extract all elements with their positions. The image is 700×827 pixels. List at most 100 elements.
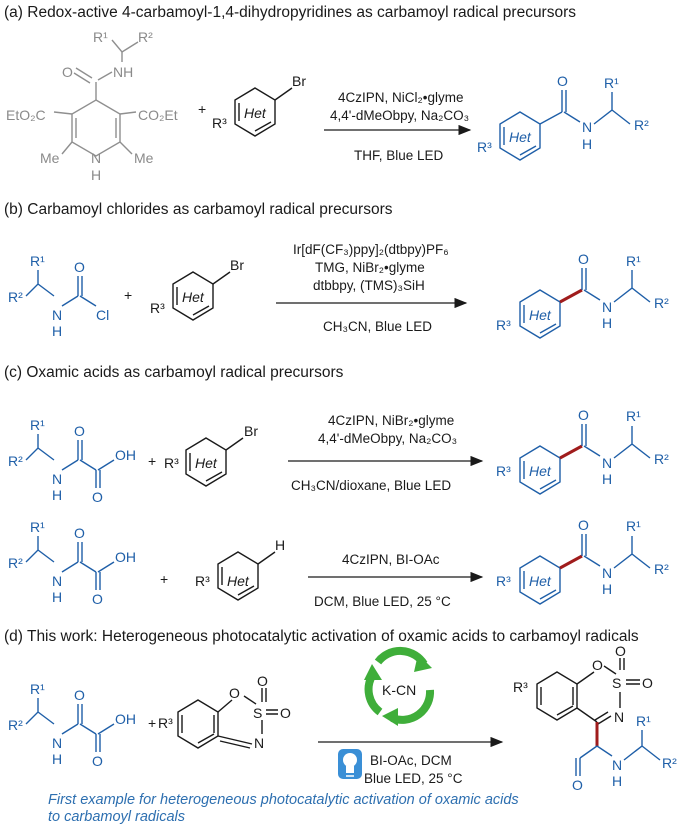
aryl-bromide-a: Br R³ Het: [212, 73, 306, 137]
atom-label: R¹: [626, 253, 641, 269]
condition-a-2: 4,4'-dMeObpy, Na₂CO₃: [330, 108, 469, 123]
atom-label: R²: [8, 555, 23, 571]
atom-label: H: [52, 589, 62, 605]
atom-label: S: [612, 675, 621, 691]
atom-label: R¹: [626, 408, 641, 424]
condition-b-2: TMG, NiBr₂•glyme: [315, 260, 425, 275]
atom-label: O: [74, 259, 85, 275]
condition-c-3: CH₃CN/dioxane, Blue LED: [291, 478, 451, 493]
atom-label: R²: [8, 453, 23, 469]
condition-b-4: CH₃CN, Blue LED: [323, 319, 432, 334]
atom-label: R¹: [30, 519, 45, 535]
atom-label: R¹: [93, 29, 108, 45]
atom-label: N: [52, 307, 62, 323]
atom-label: O: [578, 407, 589, 423]
atom-label: N: [612, 757, 622, 773]
atom-label: Het: [509, 129, 532, 145]
highlight-note-line-1: First example for heterogeneous photocat…: [48, 792, 519, 808]
atom-label: R²: [634, 117, 649, 133]
atom-label: Het: [529, 463, 552, 479]
atom-label: O: [92, 591, 103, 607]
section-d-title: (d) This work: Heterogeneous photocataly…: [4, 628, 639, 645]
atom-label: O: [280, 705, 291, 721]
atom-label: R¹: [30, 253, 45, 269]
atom-label: H: [602, 315, 612, 331]
atom-label: H: [612, 773, 622, 789]
section-b-title: (b) Carbamoyl chlorides as carbamoyl rad…: [4, 201, 393, 218]
atom-label: Het: [182, 289, 205, 305]
atom-label: O: [615, 643, 626, 659]
condition-c-5: DCM, Blue LED, 25 °C: [314, 594, 451, 609]
atom-label: Br: [244, 423, 258, 439]
atom-label: N: [614, 709, 624, 725]
atom-label: Het: [227, 573, 250, 589]
atom-label: R²: [8, 717, 23, 733]
atom-label: O: [578, 251, 589, 267]
atom-label: OH: [115, 549, 136, 565]
plus-sign: +: [148, 715, 156, 731]
plus-sign: +: [124, 287, 132, 303]
atom-label: R¹: [626, 518, 641, 534]
atom-label: Me: [40, 150, 60, 166]
atom-label: R³: [158, 715, 173, 731]
oxamic-acid-d: R¹ R² N H O O OH: [8, 681, 136, 769]
atom-label: CO₂Et: [138, 107, 178, 123]
plus-sign: +: [160, 571, 168, 587]
atom-label: N: [52, 471, 62, 487]
atom-label: R³: [496, 317, 511, 333]
condition-c-4: 4CzIPN, BI-OAc: [342, 552, 440, 567]
atom-label: N: [52, 573, 62, 589]
atom-label: Br: [230, 257, 244, 273]
atom-label: N: [602, 299, 612, 315]
amide-product-b: R³ Het O N H R¹ R²: [496, 251, 669, 339]
aryl-bromide-b: Br R³ Het: [150, 257, 244, 321]
atom-label: O: [74, 687, 85, 703]
benzoxathiazine-reagent: R³ O S O O N: [158, 673, 291, 751]
atom-label: O: [578, 517, 589, 533]
atom-label: H: [91, 167, 101, 183]
atom-label: R²: [654, 295, 669, 311]
atom-label: O: [557, 73, 568, 89]
condition-a-1: 4CzIPN, NiCl₂•glyme: [338, 90, 464, 105]
atom-label: O: [642, 675, 653, 691]
atom-label: H: [582, 136, 592, 152]
atom-label: Het: [529, 307, 552, 323]
atom-label: R³: [150, 300, 165, 316]
condition-d-2: Blue LED, 25 °C: [364, 771, 463, 786]
light-bulb-icon: [338, 749, 362, 779]
atom-label: N: [91, 150, 101, 166]
atom-label: H: [602, 471, 612, 487]
plus-sign: +: [198, 101, 206, 117]
atom-label: R²: [654, 451, 669, 467]
atom-label: R¹: [604, 75, 619, 91]
atom-label: EtO₂C: [6, 107, 46, 123]
atom-label: Cl: [96, 307, 109, 323]
atom-label: N: [254, 735, 264, 751]
condition-b-3: dtbbpy, (TMS)₃SiH: [313, 278, 425, 293]
atom-label: O: [92, 489, 103, 505]
atom-label: OH: [115, 447, 136, 463]
atom-label: R¹: [30, 681, 45, 697]
atom-label: H: [602, 581, 612, 597]
atom-label: O: [62, 64, 73, 80]
atom-label: R³: [496, 463, 511, 479]
section-c-title: (c) Oxamic acids as carbamoyl radical pr…: [4, 364, 344, 381]
atom-label: R³: [195, 573, 210, 589]
condition-c-2: 4,4'-dMeObpy, Na₂CO₃: [318, 431, 457, 446]
atom-label: R¹: [30, 417, 45, 433]
atom-label: Het: [195, 455, 218, 471]
atom-label: O: [229, 685, 240, 701]
atom-label: R³: [477, 139, 492, 155]
atom-label: H: [52, 487, 62, 503]
oxamic-acid-c2: R¹ R² N H O O OH: [8, 519, 136, 607]
amide-product-a: R³ Het O N H R¹ R²: [477, 73, 649, 161]
atom-label: H: [275, 537, 285, 553]
atom-label: R¹: [636, 713, 651, 729]
atom-label: H: [52, 323, 62, 339]
atom-label: NH: [113, 64, 133, 80]
atom-label: N: [602, 455, 612, 471]
atom-label: Br: [292, 73, 306, 89]
atom-label: R³: [496, 573, 511, 589]
atom-label: O: [572, 777, 583, 793]
